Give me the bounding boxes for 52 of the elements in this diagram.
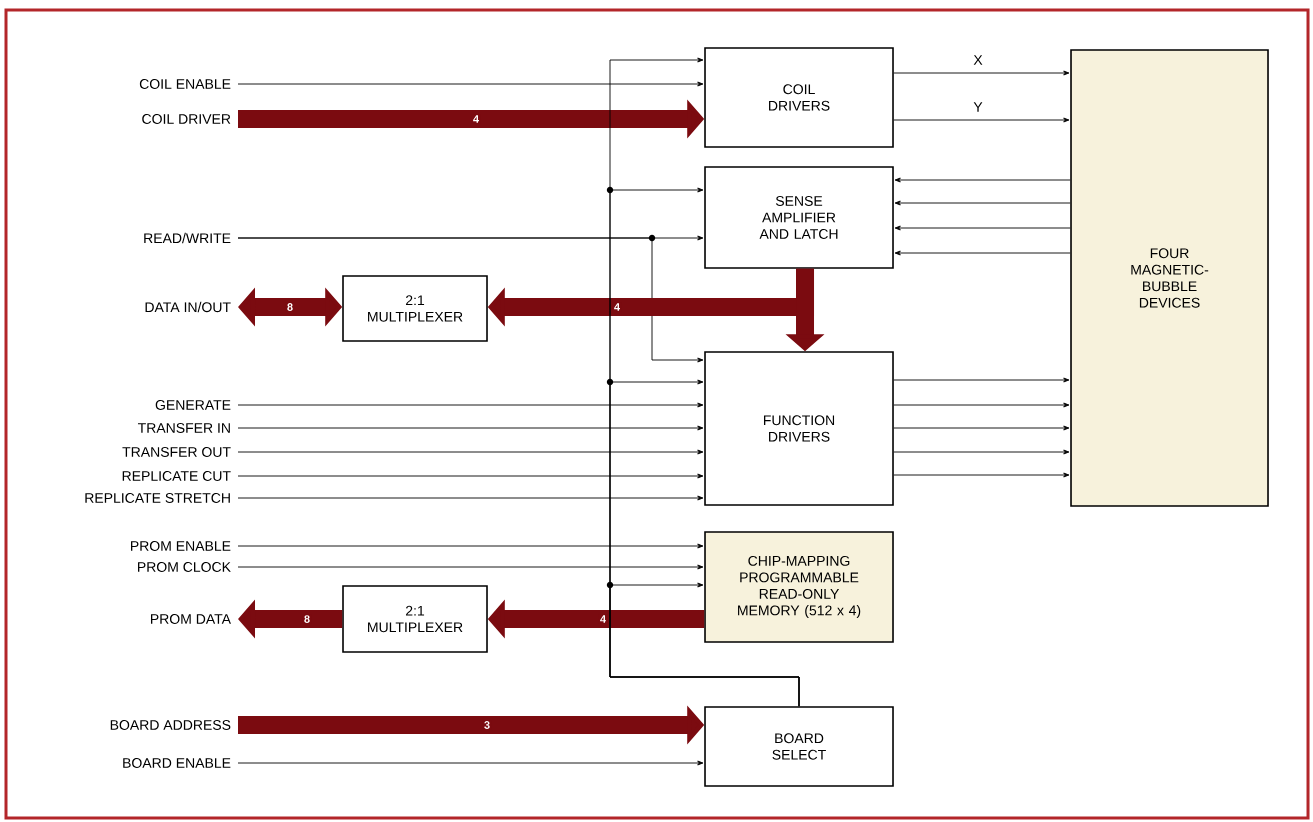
arrow — [237, 760, 704, 766]
signal-label: COIL ENABLE — [139, 79, 231, 89]
edge-label: Y — [972, 101, 984, 113]
signal-label: READ/WRITE — [144, 232, 231, 244]
signal-label: REPLICATE STRETCH — [85, 493, 230, 503]
arrow — [893, 449, 1070, 455]
arrow — [893, 377, 1070, 383]
block-box: CHIP-MAPPING PROGRAMMABLE READ-ONLY MEMORY (512 x 4) — [704, 531, 894, 643]
arrow — [237, 402, 704, 408]
block-box: FUNCTION DRIVERS — [704, 351, 894, 506]
arrow — [893, 117, 1070, 123]
arrow — [237, 495, 704, 501]
signal-label: TRANSFER OUT — [122, 447, 231, 457]
arrow — [237, 473, 704, 479]
signal-label: BOARD ADDRESS — [110, 720, 231, 730]
signal-label: BOARD ENABLE — [123, 758, 231, 768]
arrow — [893, 425, 1070, 431]
edge-label: 8 — [302, 614, 312, 624]
arrow — [237, 543, 704, 549]
arrow — [237, 564, 704, 570]
arrow — [894, 225, 1071, 231]
signal-label: PROM ENABLE — [131, 541, 231, 551]
block-box: COIL DRIVERS — [704, 47, 894, 148]
edge-label: 8 — [285, 302, 295, 312]
arrow — [894, 250, 1071, 256]
edge-label: 4 — [612, 302, 622, 312]
arrow — [894, 177, 1071, 183]
edge-label: 3 — [482, 720, 492, 730]
arrow — [237, 237, 704, 363]
block-box: SENSE AMPLIFIER AND LATCH — [704, 166, 894, 269]
arrow — [894, 200, 1071, 206]
signal-label: PROM CLOCK — [138, 562, 231, 572]
arrow — [893, 402, 1070, 408]
signal-label: REPLICATE CUT — [122, 471, 231, 481]
block-box: 2:1 MULTIPLEXER — [342, 585, 488, 653]
edge-label: X — [972, 54, 984, 66]
arrow — [237, 81, 704, 87]
arrow — [237, 425, 704, 431]
signal-label: TRANSFER IN — [138, 423, 230, 433]
signal-label: DATA IN/OUT — [145, 301, 231, 313]
block-box: BOARD SELECT — [704, 706, 894, 787]
arrow — [893, 472, 1070, 478]
signal-label: PROM DATA — [151, 614, 231, 624]
block-box: FOUR MAGNETIC-BUBBLE DEVICES — [1070, 49, 1269, 507]
edge-label: 4 — [471, 114, 481, 124]
signal-label: COIL DRIVER — [142, 114, 231, 124]
edge-label: 4 — [598, 614, 608, 624]
arrow — [893, 70, 1070, 76]
block-box: 2:1 MULTIPLEXER — [342, 275, 488, 342]
arrow — [237, 449, 704, 455]
signal-label: GENERATE — [155, 400, 231, 410]
arrow — [609, 582, 800, 707]
